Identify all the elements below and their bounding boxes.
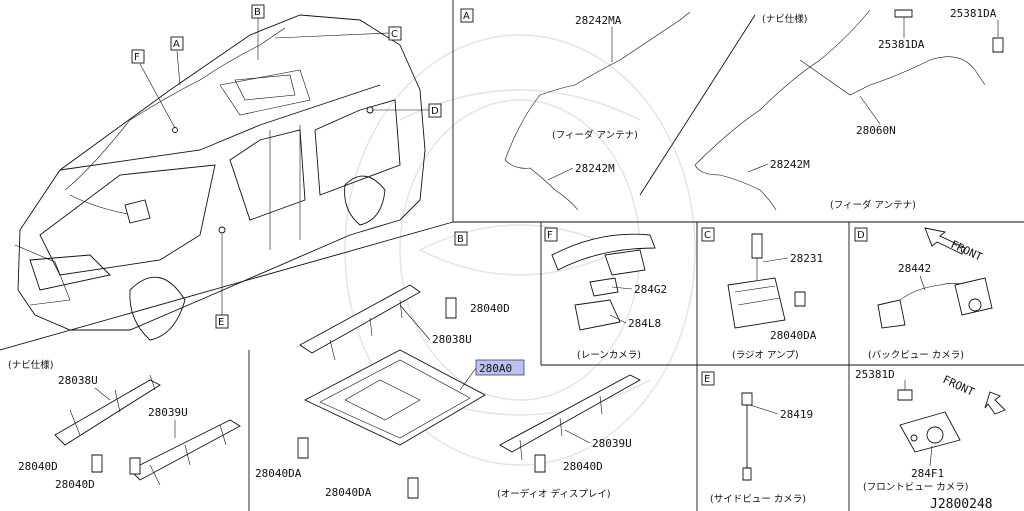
part-label: 28242MA	[575, 14, 622, 27]
part-label: 25381D	[855, 368, 895, 381]
part-label: 28242M	[770, 158, 810, 171]
panel-f-note: (レーンカメラ)	[577, 350, 641, 361]
panel-front-camera: 25381D FRONT 284F1 (フロントビュー カメラ)	[855, 368, 1006, 493]
part-label: 28242M	[575, 162, 615, 175]
part-label: 25381DA	[950, 7, 997, 20]
panel-c: C 28231 28040DA (ラジオ アンプ)	[701, 227, 823, 361]
panel-e-note: (サイドビュー カメラ)	[710, 494, 806, 505]
panel-d-note: (バックビュー カメラ)	[868, 350, 964, 361]
panel-d-letter: D	[857, 230, 865, 241]
part-label: 28038U	[432, 333, 472, 346]
highlighted-part-label: 280A0	[479, 362, 512, 375]
part-label: 28060N	[856, 124, 896, 137]
panel-f-letter: F	[547, 230, 553, 241]
panel-d: D FRONT 28442 (バックビュー カメラ)	[854, 227, 993, 361]
panel-a-note-nav: (ナビ仕様)	[762, 13, 807, 25]
front-label: FRONT	[941, 373, 977, 399]
part-label: 28040DA	[770, 329, 817, 342]
part-label: 28442	[898, 262, 931, 275]
callout-d: D	[431, 106, 439, 117]
panel-a-note-feeder: (フィーダ アンテナ)	[552, 129, 638, 141]
vehicle-illustration	[14, 14, 426, 341]
panel-e: E 28419 (サイドビュー カメラ)	[701, 371, 813, 505]
panel-a-letter: A	[463, 11, 470, 22]
panel-b-note: (オーディオ ディスプレイ)	[497, 488, 611, 500]
panel-a-note-feeder-2: (フィーダ アンテナ)	[830, 199, 916, 211]
callout-c: C	[391, 29, 398, 40]
panel-a: A 28242MA 28242M (フィーダ アンテナ) (ナビ仕様) 2538…	[460, 7, 1004, 211]
callout-f: F	[134, 52, 140, 63]
panel-b: B 28040D 28038U 280A0 28039U 28040D 2804…	[255, 231, 641, 500]
panel-front-camera-note: (フロントビュー カメラ)	[863, 482, 968, 493]
callout-b: B	[254, 7, 261, 18]
part-label: 28040D	[18, 460, 58, 473]
highlighted-part-box	[475, 359, 525, 376]
main-callouts: F A B C D E	[131, 4, 442, 329]
part-label: 25381DA	[878, 38, 925, 51]
part-label: 28039U	[592, 437, 632, 450]
part-label: 28040D	[470, 302, 510, 315]
callout-e: E	[218, 317, 224, 328]
panel-c-note: (ラジオ アンプ)	[732, 350, 799, 361]
part-label: 28039U	[148, 406, 188, 419]
panel-b-letter: B	[457, 234, 464, 245]
front-label: FRONT	[949, 238, 985, 264]
panel-c-letter: C	[704, 230, 711, 241]
part-label: 284G2	[634, 283, 667, 296]
callout-a: A	[173, 39, 180, 50]
part-label: 28231	[790, 252, 823, 265]
diagram-id: J2800248	[930, 497, 993, 511]
part-label: 284F1	[911, 467, 944, 480]
panel-nav-brackets: (ナビ仕様) 28038U 28039U 28040D 28040D	[8, 359, 241, 491]
part-label: 28040DA	[325, 486, 372, 499]
part-label: 28038U	[58, 374, 98, 387]
nav-note: (ナビ仕様)	[8, 359, 53, 371]
part-label: 28419	[780, 408, 813, 421]
panel-f: F 284G2 284L8 (レーンカメラ)	[544, 227, 667, 361]
panel-e-letter: E	[704, 374, 710, 385]
part-label: 28040D	[563, 460, 603, 473]
part-label: 28040D	[55, 478, 95, 491]
part-label: 284L8	[628, 317, 661, 330]
part-label: 28040DA	[255, 467, 302, 480]
